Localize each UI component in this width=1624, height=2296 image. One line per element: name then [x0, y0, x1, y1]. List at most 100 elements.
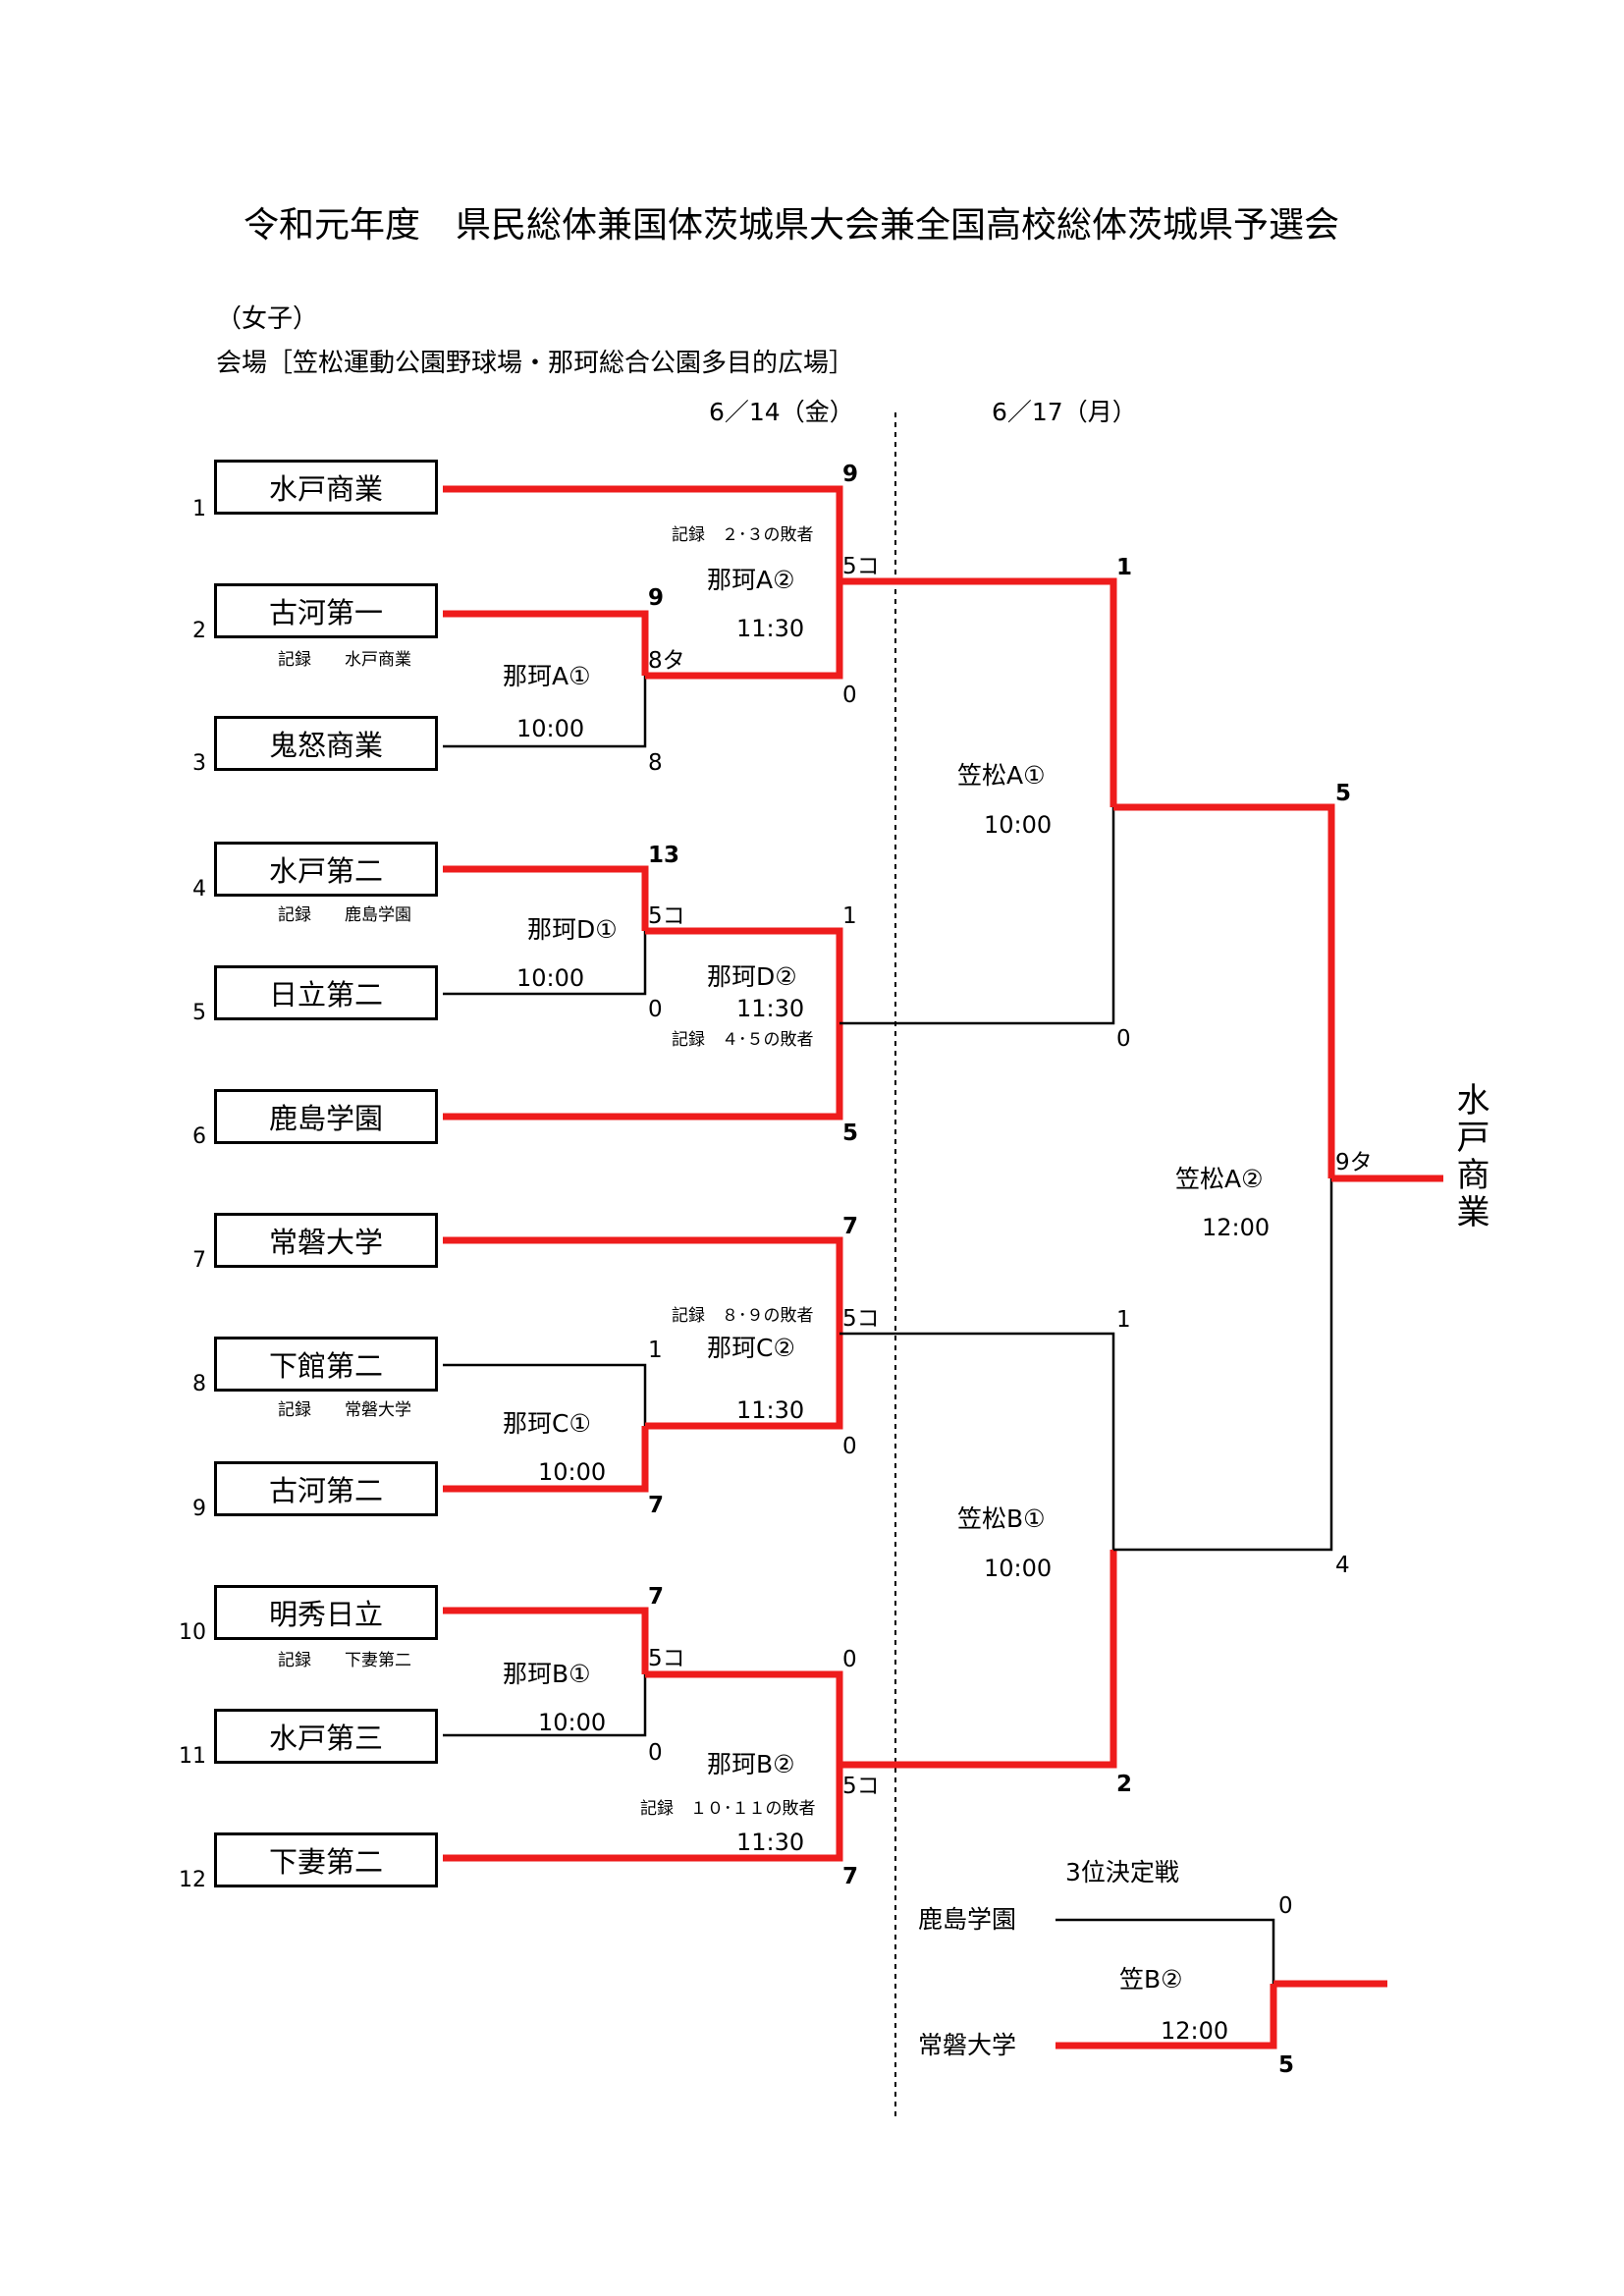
seed-1: 1: [192, 497, 206, 521]
team-box-11: 水戸第三: [214, 1709, 438, 1764]
line-shimodate-daini: [443, 1363, 647, 1426]
line-b2-winner: [839, 1550, 1117, 1769]
category-label: （女子）: [216, 304, 319, 334]
team-box-12: 下妻第二: [214, 1832, 438, 1887]
seed-12: 12: [179, 1868, 206, 1892]
third-place-team-b: 常磐大学: [918, 2031, 1017, 2059]
line-koga-daiichi: [443, 610, 649, 676]
team-box-10: 明秀日立: [214, 1585, 438, 1640]
team-box-5: 日立第二: [214, 965, 438, 1020]
line-tokiwa-daigaku: [443, 1236, 843, 1334]
score-label: 0: [648, 997, 663, 1022]
line-a2-winner: [839, 577, 1117, 807]
score-label: 2: [1116, 1772, 1133, 1797]
score-label: 8タ: [648, 648, 685, 674]
score-label: 0: [842, 683, 857, 708]
game-naka-b1-time: 10:00: [538, 1709, 607, 1736]
team-box-4: 水戸第二: [214, 842, 438, 897]
team-box-1: 水戸商業: [214, 460, 438, 515]
line-third-a: [1056, 1918, 1275, 1984]
score-label: 0: [842, 1647, 857, 1672]
score-label: 0: [648, 1740, 663, 1766]
line-mito-daisan: [443, 1674, 647, 1737]
game-naka-c1-time: 10:00: [538, 1458, 607, 1486]
game-kasa-a2-time: 12:00: [1202, 1214, 1271, 1241]
line-suifo-shogyo: [443, 485, 843, 581]
score-label: 0: [1116, 1026, 1131, 1052]
record-label-6: 記録 ４･５の敗者: [672, 1030, 814, 1050]
line-c1-winner: [645, 1334, 843, 1430]
third-place-team-a: 鹿島学園: [918, 1905, 1017, 1934]
line-b1-winner: [645, 1670, 843, 1765]
game-naka-a1-time: 10:00: [516, 715, 585, 742]
venue-label: 会場［笠松運動公園野球場・那珂総合公園多目的広場］: [216, 349, 855, 378]
line-shimotsuma-daini: [443, 1765, 843, 1862]
seed-5: 5: [192, 1001, 206, 1025]
score-label: 7: [842, 1864, 859, 1889]
score-label: 0: [1278, 1893, 1293, 1919]
score-label: 7: [648, 1493, 665, 1518]
line-kasa-b1-winner: [1113, 1178, 1333, 1552]
seed-8: 8: [192, 1372, 206, 1396]
game-kasa-b1-venue: 笠松B①: [957, 1504, 1046, 1533]
record-label-4: 記録 下妻第二: [278, 1651, 411, 1670]
game-kasa-b2-venue: 笠B②: [1119, 1965, 1183, 1994]
line-a1-winner: [645, 581, 843, 680]
game-naka-b1-venue: 那珂B①: [503, 1660, 591, 1688]
game-naka-b2-time: 11:30: [736, 1829, 805, 1856]
score-label: 5コ: [842, 1774, 880, 1799]
game-naka-a2-time: 11:30: [736, 615, 805, 642]
line-kashima-gakuen: [443, 1023, 843, 1121]
score-label: 5: [1278, 2052, 1295, 2078]
seed-3: 3: [192, 751, 206, 776]
team-box-7: 常磐大学: [214, 1213, 438, 1268]
champion-label: 水戸商業: [1450, 1082, 1489, 1231]
line-koga-daini: [443, 1426, 649, 1493]
score-label: 7: [648, 1584, 665, 1610]
line-mito-daini: [443, 865, 649, 931]
game-kasa-a2-venue: 笠松A②: [1175, 1165, 1264, 1193]
seed-10: 10: [179, 1620, 206, 1645]
line-meishu-hitachi: [443, 1607, 649, 1674]
score-label: 5: [842, 1121, 859, 1146]
line-kinu-shogyo: [443, 676, 647, 748]
seed-2: 2: [192, 619, 206, 643]
score-label: 1: [842, 903, 857, 929]
score-label: 8: [648, 750, 663, 776]
seed-6: 6: [192, 1124, 206, 1149]
score-label: 5: [1335, 781, 1352, 806]
score-label: 1: [1116, 1307, 1131, 1333]
score-label: 1: [1116, 555, 1133, 580]
game-naka-c1-venue: 那珂C①: [503, 1409, 591, 1438]
score-label: 9: [648, 585, 665, 611]
score-label: 5コ: [842, 554, 880, 579]
line-d2-winner: [839, 807, 1115, 1025]
score-label: 5コ: [648, 1646, 685, 1671]
team-box-3: 鬼怒商業: [214, 716, 438, 771]
record-label-7: 記録 ８･９の敗者: [672, 1306, 814, 1326]
record-label-2: 記録 鹿島学園: [278, 905, 411, 925]
team-box-6: 鹿島学園: [214, 1089, 438, 1144]
record-label-3: 記録 常磐大学: [278, 1400, 411, 1420]
record-label-8: 記録 １０･１１の敗者: [640, 1799, 816, 1819]
game-naka-a1-venue: 那珂A①: [503, 662, 591, 690]
seed-4: 4: [192, 877, 206, 902]
team-box-2: 古河第一: [214, 583, 438, 638]
team-box-8: 下館第二: [214, 1337, 438, 1392]
game-kasa-a1-time: 10:00: [984, 811, 1053, 839]
score-label: 5コ: [842, 1306, 880, 1332]
line-kasa-a1-winner: [1113, 803, 1335, 1178]
game-kasa-a1-venue: 笠松A①: [957, 761, 1046, 790]
game-kasa-b1-time: 10:00: [984, 1555, 1053, 1582]
game-naka-c2-venue: 那珂C②: [707, 1334, 795, 1362]
seed-7: 7: [192, 1248, 206, 1273]
page-title: 令和元年度 県民総体兼国体茨城県大会兼全国高校総体茨城県予選会: [244, 205, 1340, 246]
date-day1: 6／14（金）: [709, 398, 854, 426]
game-kasa-b2-time: 12:00: [1161, 2017, 1229, 2045]
game-naka-a2-venue: 那珂A②: [707, 566, 795, 594]
team-box-9: 古河第二: [214, 1461, 438, 1516]
game-naka-b2-venue: 那珂B②: [707, 1750, 795, 1778]
game-naka-d2-time: 11:30: [736, 995, 805, 1022]
line-d1-winner: [645, 927, 843, 1023]
